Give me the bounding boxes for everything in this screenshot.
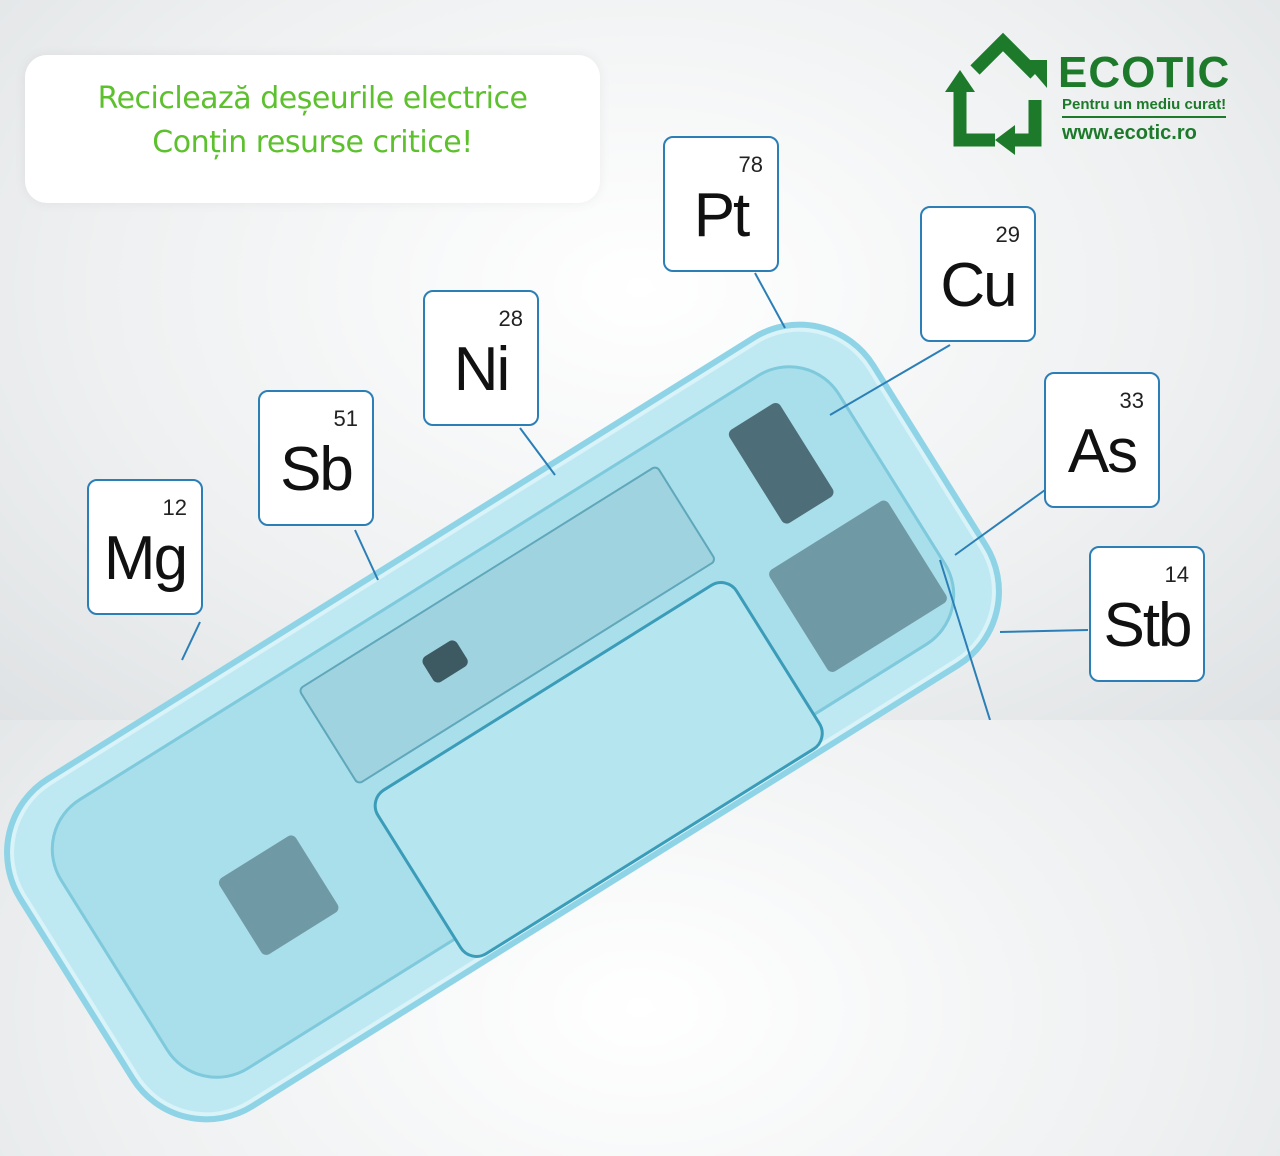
headline-line-2: Conțin resurse critice! xyxy=(152,125,473,160)
leader-line-stb-2 xyxy=(939,559,991,720)
logo-url: www.ecotic.ro xyxy=(1062,122,1197,144)
leader-line-as xyxy=(954,489,1046,556)
element-symbol: Mg xyxy=(103,524,188,593)
element-box-as: 33 As xyxy=(1044,372,1160,508)
leader-line-sb xyxy=(354,529,379,581)
element-symbol: Stb xyxy=(1103,591,1192,660)
recycle-house-icon xyxy=(945,32,1047,155)
atomic-number: 28 xyxy=(498,306,523,331)
headline-banner: Reciclează deșeurile electrice Conțin re… xyxy=(25,55,600,203)
atomic-number: 33 xyxy=(1119,388,1144,413)
element-symbol: Pt xyxy=(693,181,751,250)
atomic-number: 51 xyxy=(333,406,358,431)
element-box-ni: 28 Ni xyxy=(423,290,539,426)
atomic-number: 12 xyxy=(162,495,187,520)
sim-tray xyxy=(216,833,341,958)
element-symbol: Sb xyxy=(280,435,354,504)
leader-line-cu xyxy=(829,344,951,416)
element-box-stb: 14 Stb xyxy=(1089,546,1205,682)
logo-slogan: Pentru un mediu curat! xyxy=(1062,96,1227,118)
headline-line-1: Reciclează deșeurile electrice xyxy=(97,81,528,116)
element-box-mg: 12 Mg xyxy=(87,479,203,615)
atomic-number: 78 xyxy=(738,152,763,177)
element-symbol: As xyxy=(1067,417,1138,486)
leader-lines xyxy=(181,272,1089,720)
element-box-pt: 78 Pt xyxy=(663,136,779,272)
element-symbol: Cu xyxy=(940,251,1017,320)
element-box-cu: 29 Cu xyxy=(920,206,1036,342)
atomic-number: 14 xyxy=(1164,562,1189,587)
atomic-number: 29 xyxy=(995,222,1020,247)
logo-name: ECOTIC xyxy=(1058,48,1231,97)
leader-line-stb xyxy=(999,629,1089,633)
element-box-sb: 51 Sb xyxy=(258,390,374,526)
element-symbol: Ni xyxy=(453,335,511,404)
leader-line-pt xyxy=(754,272,786,329)
leader-line-mg xyxy=(181,621,201,661)
ecotic-logo: ECOTIC Pentru un mediu curat! www.ecotic… xyxy=(945,30,1235,160)
leader-line-ni xyxy=(519,427,556,476)
